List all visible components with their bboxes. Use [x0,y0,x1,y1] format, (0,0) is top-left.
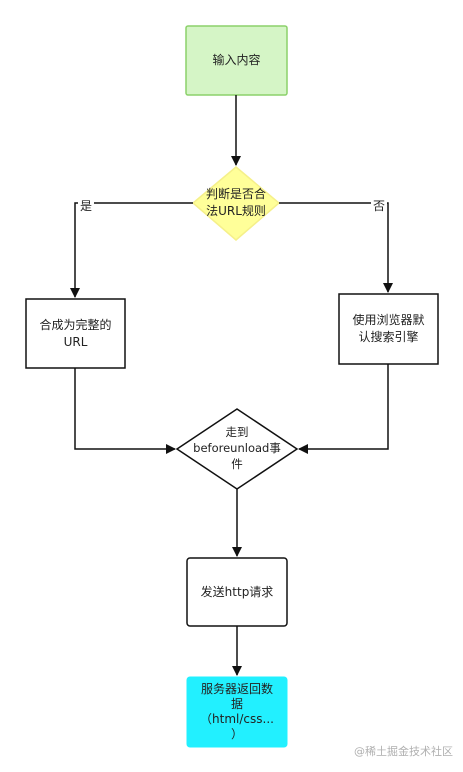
node-search-label-line1: 使用浏览器默 [352,313,425,327]
node-compose-label-line1: 合成为完整的 [39,317,112,332]
node-response-label-line4: ） [230,727,243,741]
node-request-label: 发送http请求 [200,584,274,599]
edge-compose-to-beforeunload [74,368,176,454]
node-check-label-line2: 法URL规则 [206,204,266,218]
node-compose: 合成为完整的 URL [26,299,125,368]
node-compose-label-line2: URL [63,334,88,349]
node-check-shape [191,166,281,241]
node-check: 判断是否合 法URL规则 [193,186,279,220]
node-response-label-line1: 服务器返回数 [200,682,273,696]
node-beforeunload-label-line1: 走到 [225,425,249,439]
node-response-label-line2: 据 [230,697,243,711]
edge-label-no: 否 [371,197,388,214]
edge-search-to-beforeunload [298,364,389,454]
node-search-label-line2: 认搜索引擎 [358,330,419,344]
node-request: 发送http请求 [187,558,287,626]
edge-label-yes: 是 [78,197,95,214]
node-beforeunload: 走到 beforeunload事 件 [177,424,297,472]
edge-check-to-search [279,202,393,293]
node-search: 使用浏览器默 认搜索引擎 [339,294,438,364]
node-check-label-line1: 判断是否合 [205,187,266,201]
node-input: 输入内容 [186,26,287,95]
node-response: 服务器返回数 据 （html/css... ） [187,677,287,747]
edge-check-to-compose [70,202,193,298]
node-input-label: 输入内容 [212,53,261,67]
node-response-shape [186,676,288,748]
node-response-label-line3: （html/css... [200,712,274,726]
node-compose-shape [25,298,126,369]
watermark: @稀土掘金技术社区 [354,745,453,758]
node-beforeunload-label-line2: beforeunload事 [193,441,281,455]
node-beforeunload-label-line3: 件 [231,457,243,471]
